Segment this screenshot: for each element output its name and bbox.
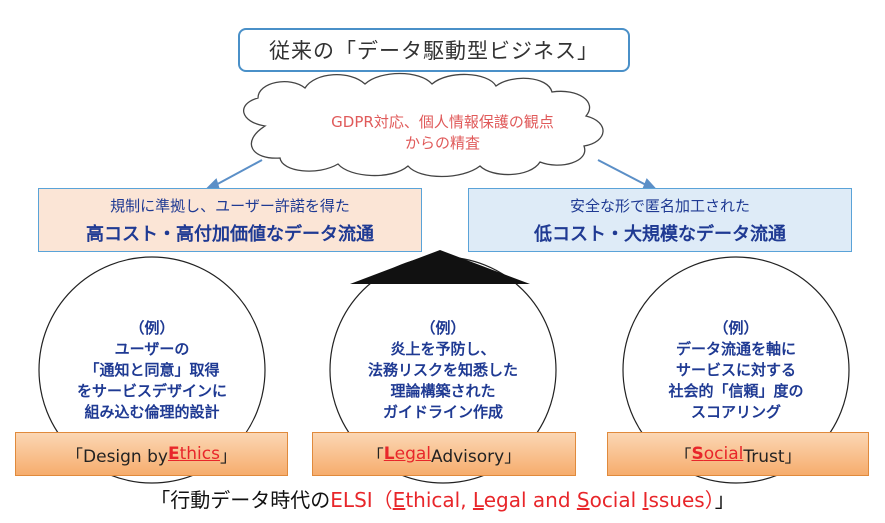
cloud-line-2: からの精査 [404, 134, 480, 152]
circle-ethics-line: ユーザーの [114, 340, 190, 358]
pill-social-pre: 「 [674, 446, 692, 467]
circle-social-line: スコアリング [690, 403, 781, 421]
left-box-line-1: 規制に準拠し、ユーザー許諾を得た [110, 196, 350, 215]
circles [38, 256, 850, 484]
cloud-text: GDPR対応、個人情報保護の観点 からの精査 [290, 112, 595, 154]
footer-l: L [472, 488, 484, 512]
pill-social-initial: S [691, 444, 704, 464]
pill-ethics-rest: thics [179, 444, 220, 464]
low-cost-data-box: 安全な形で匿名加工された 低コスト・大規模なデータ流通 [468, 188, 852, 252]
pill-legal-pre: 「 [366, 446, 384, 467]
pill-legal-initial: L [383, 444, 395, 464]
circle-ethics [38, 256, 266, 484]
circle-ethics-line: 「通知と同意」取得 [84, 361, 220, 379]
circle-ethics-line: をサービスデザインに [76, 382, 227, 400]
circle-social-line: サービスに対する [675, 361, 796, 379]
pill-legal-rest: egal [394, 444, 431, 464]
circle-ethics-line: 組み込む倫理的設計 [84, 403, 220, 421]
conventional-data-business-box: 従来の「データ駆動型ビジネス」 [238, 28, 630, 72]
elsi-caption: 「行動データ時代のELSI（Ethical, Legal and Social … [0, 484, 885, 513]
footer-i: I [642, 488, 649, 512]
top-box-label: 従来の「データ駆動型ビジネス」 [269, 39, 599, 63]
circle-legal-line: 炎上を予防し、 [390, 340, 496, 358]
footer-elsi: ELSI（ [330, 488, 393, 512]
footer-i-rest: ssues） [648, 488, 715, 512]
high-cost-data-box: 規制に準拠し、ユーザー許諾を得た 高コスト・高付加価値なデータ流通 [38, 188, 422, 252]
cloud-line-1: GDPR対応、個人情報保護の観点 [331, 113, 554, 131]
circle-ethics-text: （例） ユーザーの 「通知と同意」取得 をサービスデザインに 組み込む倫理的設計 [42, 318, 262, 423]
circle-social-line: 社会的「信頼」度の [668, 382, 804, 400]
pill-social-rest: ocial [703, 444, 744, 464]
pill-ethics-post: 」 [219, 446, 237, 467]
footer-s-rest: ocial [589, 488, 643, 512]
left-box-line-2: 高コスト・高付加価値なデータ流通 [86, 223, 374, 245]
circle-legal-line: 理論構築された [390, 382, 496, 400]
cloud-shape [243, 72, 604, 178]
footer-pre: 「行動データ時代の [150, 488, 331, 512]
footer-post: 」 [714, 488, 735, 512]
footer-e-rest: thical, [405, 488, 473, 512]
footer-e: E [392, 488, 406, 512]
right-box-line-1: 安全な形で匿名加工された [569, 196, 750, 215]
circle-social [622, 256, 850, 484]
pill-ethics-pre: 「Design by [66, 446, 168, 467]
circle-social-line: （例） [713, 319, 759, 337]
right-box-line-2: 低コスト・大規模なデータ流通 [534, 223, 786, 245]
circle-legal-text: （例） 炎上を予防し、 法務リスクを知悉した 理論構築された ガイドライン作成 [333, 318, 553, 423]
pill-social-post: Trust」 [743, 446, 802, 467]
circle-social-text: （例） データ流通を軸に サービスに対する 社会的「信頼」度の スコアリング [626, 318, 846, 423]
footer-s: S [576, 488, 590, 512]
circle-ethics-line: （例） [129, 319, 175, 337]
apex-triangle [350, 250, 530, 284]
circle-legal-line: 法務リスクを知悉した [367, 361, 518, 379]
pill-legal-post: Advisory」 [431, 446, 522, 467]
circle-legal-line: （例） [420, 319, 466, 337]
circle-legal-line: ガイドライン作成 [382, 403, 503, 421]
circle-social-line: データ流通を軸に [675, 340, 796, 358]
pill-ethics-initial: E [167, 444, 180, 464]
footer-l-rest: egal and [483, 488, 577, 512]
